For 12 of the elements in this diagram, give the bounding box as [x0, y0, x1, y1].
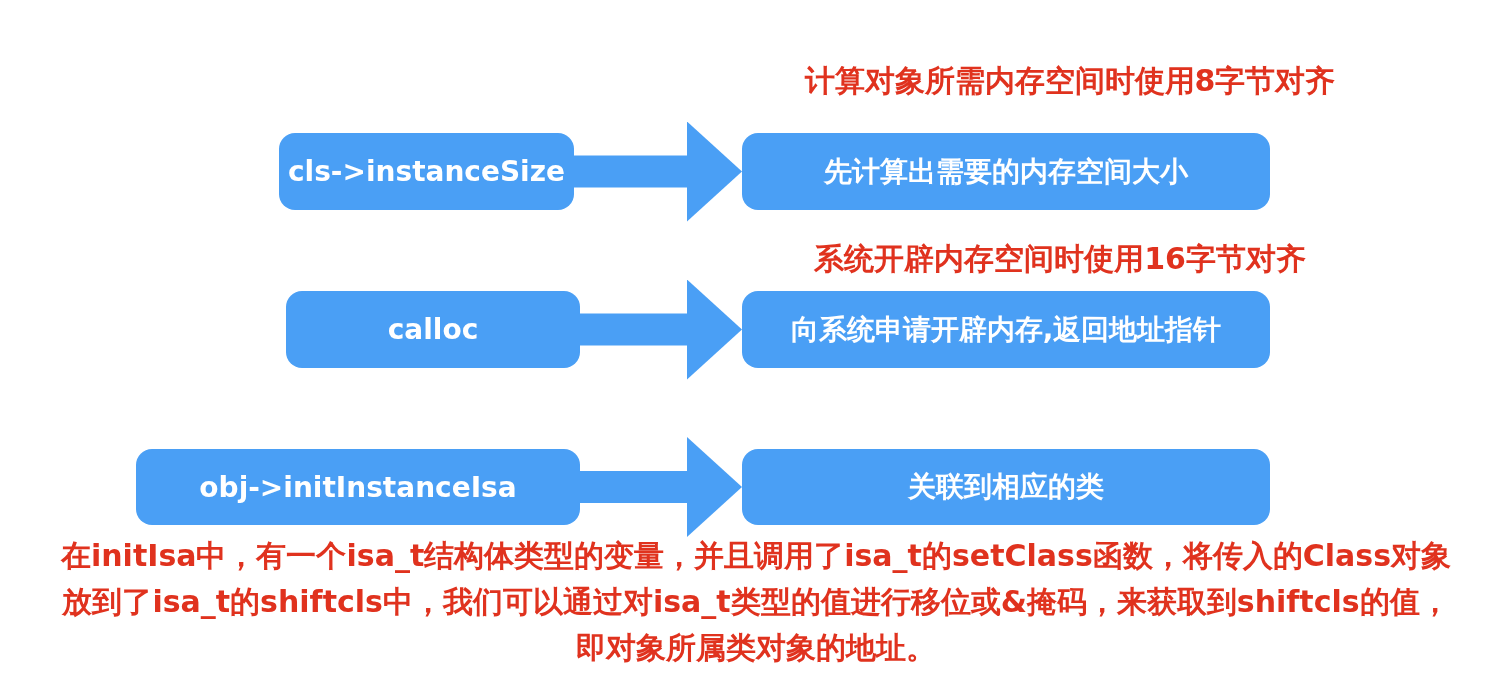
- note-text: 系统开辟内存空间时使用16字节对齐: [813, 240, 1307, 278]
- note-paragraph: 在initIsa中，有一个isa_t结构体类型的变量，并且调用了isa_t的setClass函数，将传入的Class对象放到了isa_t的shiftcls中，我们可以通过对isa_t类型的值进行移位或&掩码，来获取到shiftcls的值，即对象所属类对象的地址。: [59, 537, 1452, 667]
- note-text: 计算对象所需内存空间时使用8字节对齐: [803, 62, 1337, 100]
- process-box: calloc: [286, 291, 580, 368]
- process-box: 先计算出需要的内存空间大小: [742, 133, 1270, 210]
- process-box: 向系统申请开辟内存,返回地址指针: [742, 291, 1270, 368]
- process-box: obj->initInstanceIsa: [136, 449, 580, 525]
- block-arrow: [580, 279, 742, 380]
- process-box: cls->instanceSize: [279, 133, 574, 210]
- block-arrow: [580, 437, 742, 537]
- block-arrow: [574, 121, 742, 222]
- process-box: 关联到相应的类: [742, 449, 1270, 525]
